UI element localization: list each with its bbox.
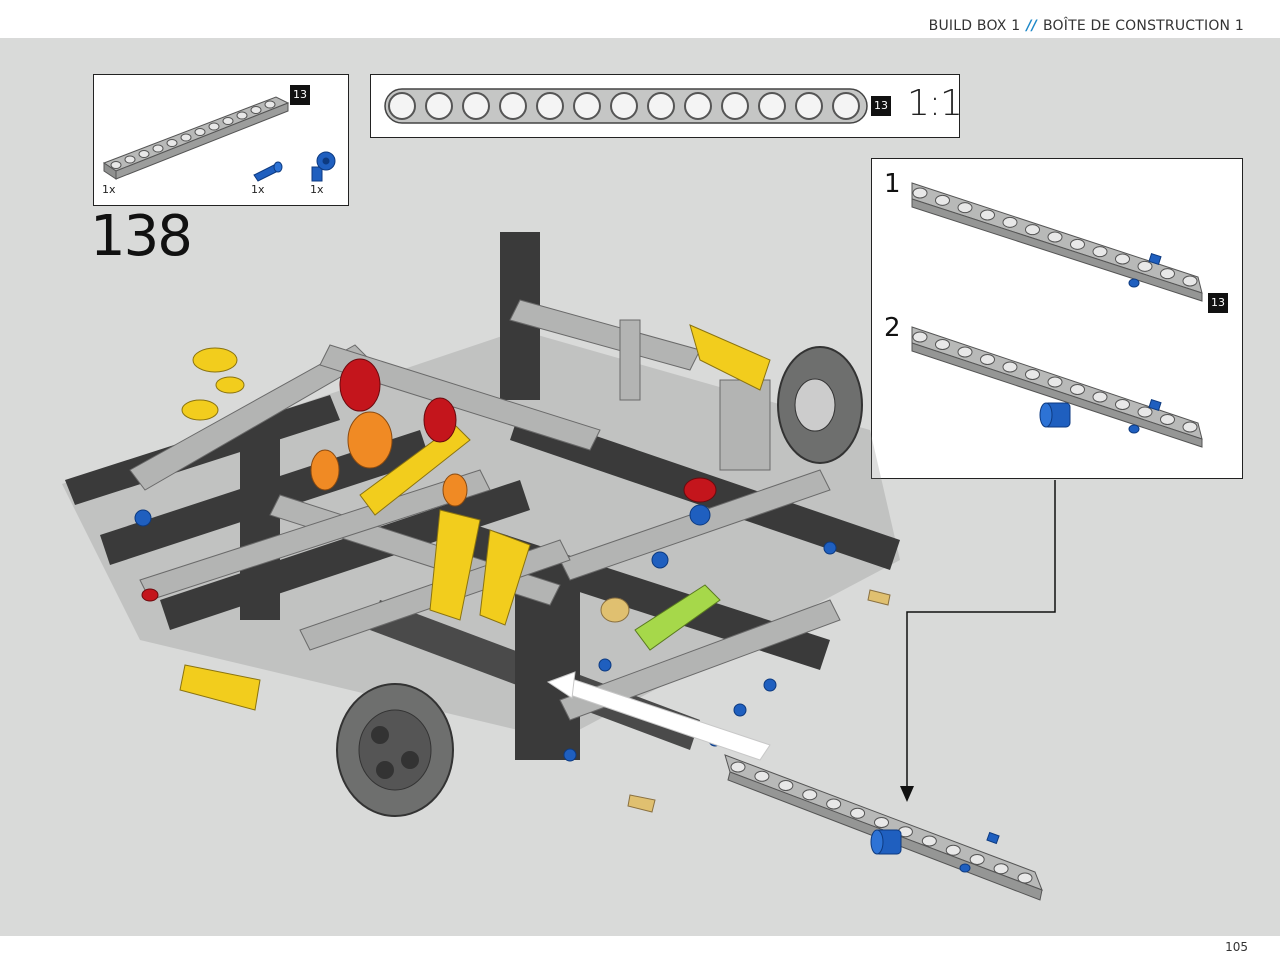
beam-hole xyxy=(874,817,889,828)
substep-1-beam-icon xyxy=(911,182,1203,302)
beam-hole xyxy=(957,202,973,214)
beam-length-badge: 13 xyxy=(290,85,310,105)
beam-hole xyxy=(1182,421,1198,433)
beam-hole xyxy=(980,209,995,221)
beam-hole xyxy=(945,844,961,856)
beam-hole xyxy=(1025,224,1040,236)
build-box-label-fr: BOÎTE DE CONSTRUCTION 1 xyxy=(1042,18,1244,34)
build-box-title: BUILD BOX 1 // BOÎTE DE CONSTRUCTION 1 xyxy=(929,18,1244,34)
step-number: 138 xyxy=(90,204,193,269)
substep-callout-box: 1 2 13 xyxy=(871,158,1243,479)
beam-hole xyxy=(1047,231,1063,243)
page-footer: 105 xyxy=(0,936,1280,974)
ruler-hole xyxy=(647,92,675,120)
beam-hole xyxy=(993,863,1009,875)
ruler-hole xyxy=(536,92,564,120)
beam-hole xyxy=(912,187,928,199)
scale-ruler-box: 13 1:1 xyxy=(370,74,963,138)
ruler-hole xyxy=(573,92,601,120)
beam-hole xyxy=(754,770,770,782)
ruler-hole xyxy=(425,92,453,120)
beam-hole xyxy=(935,194,950,206)
beam-hole xyxy=(1047,376,1063,388)
ruler-hole xyxy=(758,92,786,120)
substep-2-beam-icon xyxy=(911,326,1203,448)
beam-hole xyxy=(1002,361,1018,373)
wheel-hub-left xyxy=(336,683,454,817)
substep-number-2: 2 xyxy=(884,313,901,343)
beam-hole xyxy=(1017,872,1033,884)
page-header: BUILD BOX 1 // BOÎTE DE CONSTRUCTION 1 xyxy=(0,0,1280,38)
ruler-hole xyxy=(499,92,527,120)
blue-connector-part-icon xyxy=(311,151,336,182)
substep-1-length-badge: 13 xyxy=(1208,293,1228,313)
beam-hole xyxy=(1025,369,1040,380)
beam-hole xyxy=(1137,260,1153,272)
page-number: 105 xyxy=(1225,940,1248,954)
parts-list-box: 13 1x 1x 1x xyxy=(93,74,349,206)
tan-axles xyxy=(600,589,891,813)
beam-hole xyxy=(1160,268,1175,280)
beam-hole xyxy=(1160,414,1175,425)
ruler-hole xyxy=(462,92,490,120)
connector-quantity: 1x xyxy=(310,183,324,196)
loose-beam-to-attach xyxy=(724,754,1043,901)
lime-beam-part xyxy=(634,584,721,651)
ruler-hole xyxy=(721,92,749,120)
blue-pins xyxy=(134,504,837,762)
ruler-hole xyxy=(610,92,638,120)
beam-part-icon xyxy=(102,96,290,180)
scale-label: 1:1 xyxy=(907,83,963,124)
beam-hole xyxy=(826,798,842,810)
ruler-hole xyxy=(684,92,712,120)
yellow-parts xyxy=(179,324,771,711)
beam-hole xyxy=(1002,216,1018,228)
ruler-hole xyxy=(832,92,860,120)
beam-hole xyxy=(980,354,995,365)
beam-quantity: 1x xyxy=(102,183,116,196)
substep-number-1: 1 xyxy=(884,169,901,199)
beam-hole xyxy=(957,346,973,358)
beam-hole xyxy=(935,339,950,350)
beam-hole xyxy=(1070,384,1085,395)
beam-hole xyxy=(802,789,818,801)
blue-pin-part-icon xyxy=(253,161,283,182)
beam-hole xyxy=(1092,246,1108,258)
ruler-hole xyxy=(388,92,416,120)
parts-illustration xyxy=(102,96,336,182)
pin-quantity: 1x xyxy=(251,183,265,196)
insertion-arrow-head xyxy=(546,671,576,699)
beam-hole xyxy=(850,807,866,819)
substep-illustrations xyxy=(911,182,1203,448)
beam-hole xyxy=(921,835,937,847)
beam-hole xyxy=(1070,238,1085,250)
beam-hole xyxy=(730,761,746,773)
beam-hole xyxy=(1115,399,1130,410)
wheel-hub-right xyxy=(777,346,863,464)
red-parts xyxy=(141,358,717,602)
beam-hole xyxy=(1092,391,1108,403)
beam-hole xyxy=(1115,253,1130,265)
ruler-length-badge: 13 xyxy=(871,96,891,116)
orange-parts xyxy=(310,411,468,507)
callout-leader-line xyxy=(906,480,1056,790)
callout-arrow-head xyxy=(900,786,914,802)
ruler-hole xyxy=(795,92,823,120)
title-separator: // xyxy=(1026,18,1037,34)
build-box-label: BUILD BOX 1 xyxy=(928,18,1021,34)
beam-hole xyxy=(1182,275,1198,287)
beam-hole xyxy=(1137,406,1153,418)
ruler-beam-illustration xyxy=(384,88,868,124)
beam-hole xyxy=(778,780,794,791)
beam-hole xyxy=(912,331,928,343)
beam-hole xyxy=(969,854,985,865)
